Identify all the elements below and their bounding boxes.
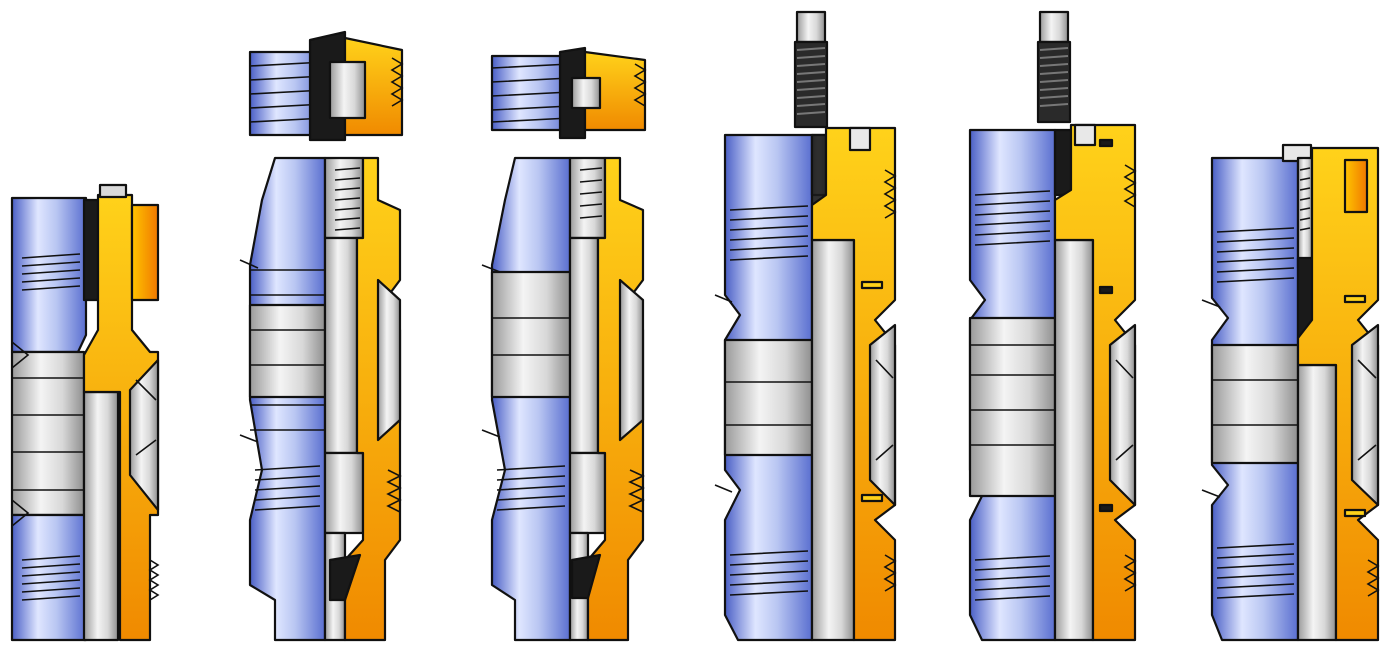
tool-3-top-sub — [490, 46, 647, 140]
tool-5-stinger — [1036, 10, 1072, 124]
tool-6 — [1201, 143, 1380, 642]
tool-5 — [968, 10, 1137, 642]
tool-2-top-sub — [248, 30, 404, 142]
upper-slip-teeth — [21, 253, 81, 291]
tool-2 — [239, 30, 404, 642]
tool-4 — [714, 10, 897, 642]
lower-slip-teeth — [21, 555, 81, 601]
tool-4-stinger — [793, 10, 829, 129]
tool-3 — [481, 46, 647, 642]
tool-1 — [10, 183, 160, 642]
